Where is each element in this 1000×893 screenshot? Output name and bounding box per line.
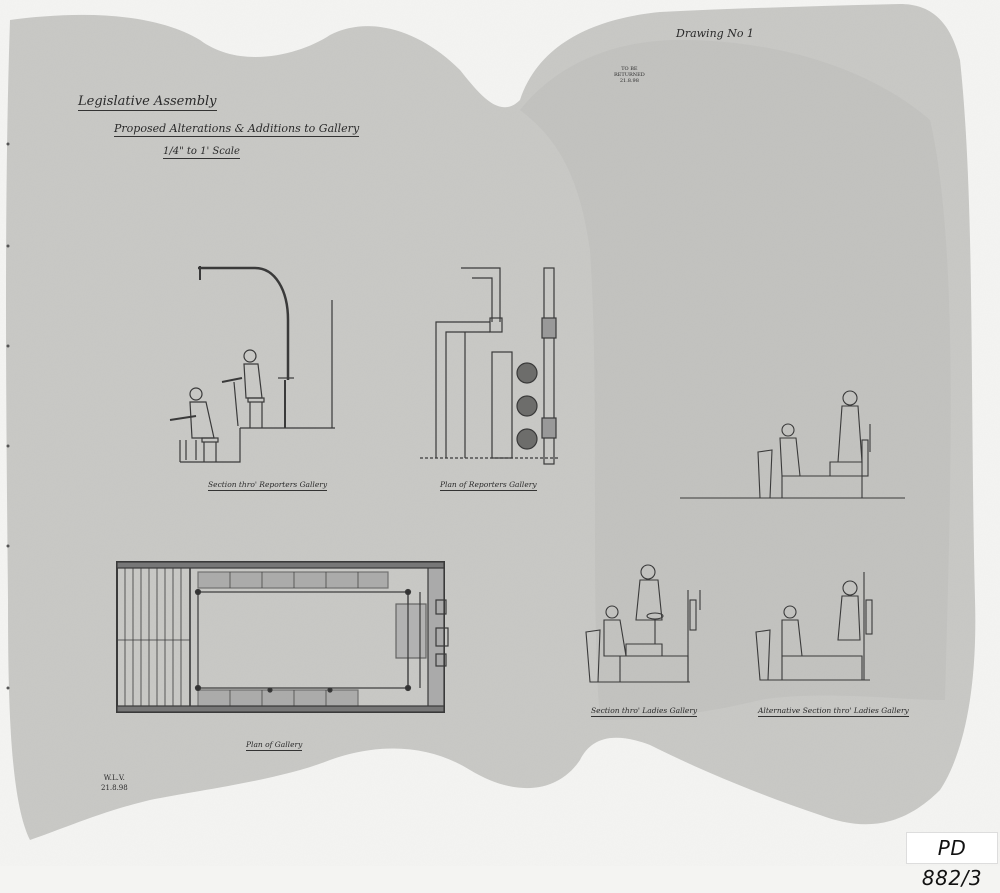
drawing-number: Drawing No 1 xyxy=(676,27,754,40)
caption-section-reporters: Section thro' Reporters Gallery xyxy=(208,480,328,491)
ladies-section-lower xyxy=(585,564,701,683)
reporters-section-drawing xyxy=(169,266,335,463)
stamp-line-3: 21.8.98 xyxy=(619,78,639,84)
caption-alternative-section: Alternative Section thro' Ladies Gallery xyxy=(758,706,909,717)
caption-plan-gallery: Plan of Gallery xyxy=(246,740,303,751)
caption-section-ladies: Section thro' Ladies Gallery xyxy=(591,706,698,717)
stamp-line-2: RETURNED xyxy=(614,72,645,78)
initials-date: 21.8.98 xyxy=(101,784,128,792)
reference-number-label: PD 882/3 xyxy=(906,832,998,890)
stamp-line-1: TO BE xyxy=(621,66,638,72)
initials-block: W.L.V. 21.8.98 xyxy=(101,773,128,793)
drawing-sheet xyxy=(0,0,1000,866)
margin-marks xyxy=(6,142,10,690)
gallery-plan-drawing xyxy=(116,561,449,713)
title-line-1: Legislative Assembly xyxy=(78,94,217,111)
reporters-plan-drawing xyxy=(420,267,560,465)
return-stamp: TO BE RETURNED 21.8.98 xyxy=(614,66,645,84)
title-line-2: Proposed Alterations & Additions to Gall… xyxy=(114,122,360,137)
initials-name: W.L.V. xyxy=(103,774,125,782)
alt-ladies-section xyxy=(755,572,873,681)
scale-note: 1/4" to 1' Scale xyxy=(163,146,240,159)
caption-plan-reporters: Plan of Reporters Gallery xyxy=(440,480,537,491)
ladies-section-upper xyxy=(680,390,905,499)
